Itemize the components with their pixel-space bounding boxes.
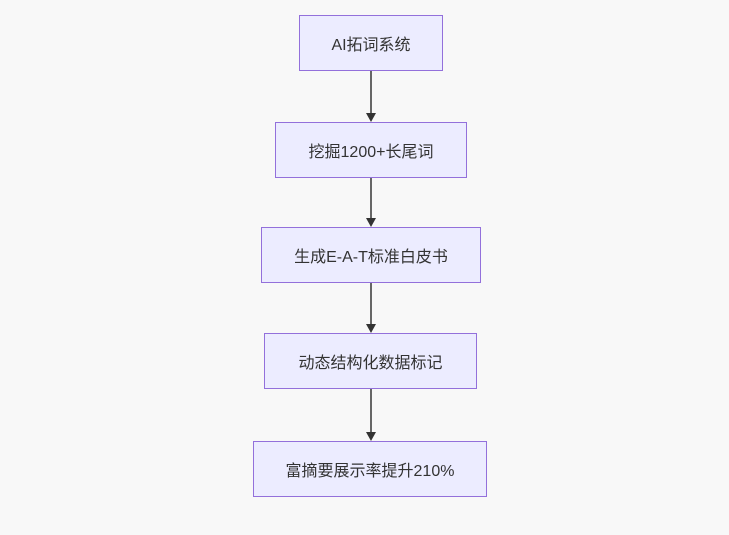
flow-node-label: 富摘要展示率提升210% [285, 463, 455, 480]
flow-node-label: 生成E-A-T标准白皮书 [294, 249, 448, 266]
arrow-step2-step3 [366, 178, 376, 227]
flow-node-step-2: 挖掘1200+长尾词 [275, 122, 467, 178]
flow-node-label: 挖掘1200+长尾词 [308, 144, 434, 161]
arrow-step4-step5 [366, 389, 376, 441]
flow-node-step-4: 动态结构化数据标记 [264, 333, 477, 389]
flow-node-step-5: 富摘要展示率提升210% [253, 441, 487, 497]
arrow-step1-step2 [366, 71, 376, 122]
flow-node-label: 动态结构化数据标记 [298, 355, 443, 372]
flow-node-step-3: 生成E-A-T标准白皮书 [261, 227, 481, 283]
flow-node-step-1: AI拓词系统 [299, 15, 443, 71]
arrow-step3-step4 [366, 283, 376, 333]
flow-node-label: AI拓词系统 [331, 37, 411, 54]
